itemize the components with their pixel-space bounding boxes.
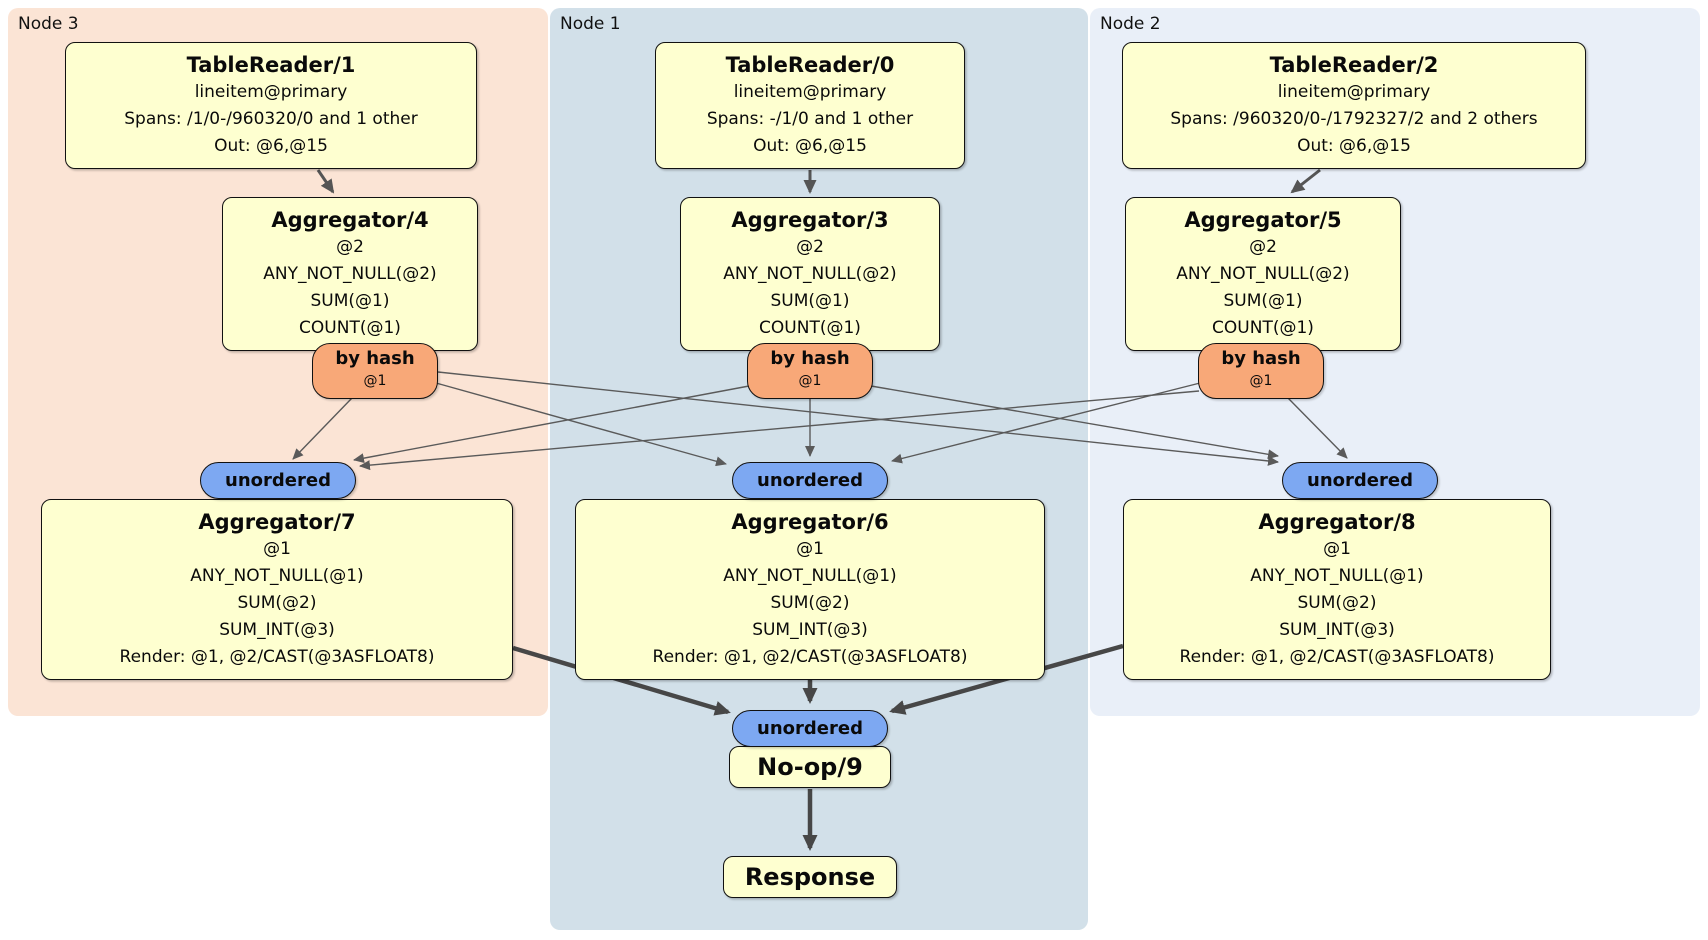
box-title: TableReader/1 bbox=[186, 53, 356, 77]
unordered-sync-node3: unordered bbox=[200, 462, 356, 499]
box-out-line: Out: @6,@15 bbox=[214, 136, 328, 156]
edge-router2-sync1 bbox=[891, 382, 1201, 464]
box-index-line: lineitem@primary bbox=[1277, 82, 1431, 102]
box-fn-line: SUM(@2) bbox=[770, 593, 850, 613]
box-fn-line: SUM_INT(@3) bbox=[1279, 620, 1395, 640]
box-spans-line: Spans: /960320/0-/1792327/2 and 2 others bbox=[1170, 109, 1538, 129]
tablereader-1-box: TableReader/1 lineitem@primary Spans: /1… bbox=[65, 42, 477, 169]
box-render-line: Render: @1, @2/CAST(@3ASFLOAT8) bbox=[119, 647, 435, 667]
router-columns: @1 bbox=[1249, 373, 1273, 389]
edge-router3-sync2 bbox=[437, 371, 1279, 466]
box-title: Aggregator/4 bbox=[271, 208, 429, 232]
node1-label: Node 1 bbox=[560, 14, 621, 34]
aggregator-6-box: Aggregator/6 @1 ANY_NOT_NULL(@1) SUM(@2)… bbox=[575, 499, 1045, 680]
edge-tr1-agg4 bbox=[316, 169, 335, 194]
box-fn-line: ANY_NOT_NULL(@2) bbox=[263, 264, 437, 284]
box-out-line: Out: @6,@15 bbox=[753, 136, 867, 156]
box-fn-line: ANY_NOT_NULL(@1) bbox=[723, 566, 897, 586]
box-groupby-line: @2 bbox=[336, 237, 364, 257]
box-fn-line: COUNT(@1) bbox=[759, 318, 861, 338]
box-title: No-op/9 bbox=[757, 753, 863, 781]
aggregator-7-box: Aggregator/7 @1 ANY_NOT_NULL(@1) SUM(@2)… bbox=[41, 499, 513, 680]
box-title: Response bbox=[744, 863, 876, 891]
box-title: Aggregator/7 bbox=[198, 510, 356, 534]
box-groupby-line: @2 bbox=[796, 237, 824, 257]
edge-router3-sync3 bbox=[292, 397, 353, 460]
sync-label: unordered bbox=[225, 470, 331, 491]
router-label: by hash bbox=[1221, 348, 1301, 369]
box-fn-line: ANY_NOT_NULL(@1) bbox=[1250, 566, 1424, 586]
box-spans-line: Spans: -/1/0 and 1 other bbox=[706, 109, 914, 129]
tablereader-0-box: TableReader/0 lineitem@primary Spans: -/… bbox=[655, 42, 965, 169]
router-columns: @1 bbox=[363, 373, 387, 389]
edge-router1-sync2 bbox=[870, 385, 1279, 460]
router-label: by hash bbox=[335, 348, 415, 369]
box-title: Aggregator/8 bbox=[1258, 510, 1416, 534]
aggregator-3-box: Aggregator/3 @2 ANY_NOT_NULL(@2) SUM(@1)… bbox=[680, 197, 940, 351]
box-fn-line: COUNT(@1) bbox=[1212, 318, 1314, 338]
box-fn-line: ANY_NOT_NULL(@2) bbox=[1176, 264, 1350, 284]
box-render-line: Render: @1, @2/CAST(@3ASFLOAT8) bbox=[652, 647, 968, 667]
router-columns: @1 bbox=[798, 373, 822, 389]
edge-router2-sync3 bbox=[359, 390, 1200, 471]
hash-router-node3: by hash @1 bbox=[312, 343, 438, 399]
box-index-line: lineitem@primary bbox=[194, 82, 348, 102]
edge-router1-sync3 bbox=[353, 385, 750, 464]
box-fn-line: ANY_NOT_NULL(@1) bbox=[190, 566, 364, 586]
box-fn-line: SUM(@1) bbox=[1223, 291, 1303, 311]
box-out-line: Out: @6,@15 bbox=[1297, 136, 1411, 156]
hash-router-node2: by hash @1 bbox=[1198, 343, 1324, 399]
edge-router2-sync2 bbox=[1287, 397, 1348, 459]
box-fn-line: SUM(@2) bbox=[1297, 593, 1377, 613]
box-fn-line: SUM(@2) bbox=[237, 593, 317, 613]
unordered-sync-node1: unordered bbox=[732, 462, 888, 499]
response-box: Response bbox=[723, 856, 897, 898]
edge-tr2-agg5 bbox=[1290, 168, 1321, 194]
node2-label: Node 2 bbox=[1100, 14, 1161, 34]
box-groupby-line: @1 bbox=[1323, 539, 1351, 559]
router-label: by hash bbox=[770, 348, 850, 369]
edge-router3-sync1 bbox=[435, 382, 727, 467]
noop-box: No-op/9 bbox=[729, 746, 891, 788]
edge-agg7-finalsync bbox=[512, 645, 731, 716]
box-fn-line: ANY_NOT_NULL(@2) bbox=[723, 264, 897, 284]
aggregator-4-box: Aggregator/4 @2 ANY_NOT_NULL(@2) SUM(@1)… bbox=[222, 197, 478, 351]
box-title: Aggregator/3 bbox=[731, 208, 889, 232]
box-title: TableReader/2 bbox=[1269, 53, 1439, 77]
box-groupby-line: @1 bbox=[263, 539, 291, 559]
box-title: Aggregator/6 bbox=[731, 510, 889, 534]
box-fn-line: SUM_INT(@3) bbox=[219, 620, 335, 640]
box-groupby-line: @1 bbox=[796, 539, 824, 559]
unordered-sync-final: unordered bbox=[732, 710, 888, 747]
box-title: Aggregator/5 bbox=[1184, 208, 1342, 232]
hash-router-node1: by hash @1 bbox=[747, 343, 873, 399]
box-fn-line: COUNT(@1) bbox=[299, 318, 401, 338]
box-fn-line: SUM(@1) bbox=[770, 291, 850, 311]
aggregator-8-box: Aggregator/8 @1 ANY_NOT_NULL(@1) SUM(@2)… bbox=[1123, 499, 1551, 680]
box-spans-line: Spans: /1/0-/960320/0 and 1 other bbox=[124, 109, 418, 129]
box-render-line: Render: @1, @2/CAST(@3ASFLOAT8) bbox=[1179, 647, 1495, 667]
tablereader-2-box: TableReader/2 lineitem@primary Spans: /9… bbox=[1122, 42, 1586, 169]
box-fn-line: SUM_INT(@3) bbox=[752, 620, 868, 640]
sync-label: unordered bbox=[757, 470, 863, 491]
sync-label: unordered bbox=[1307, 470, 1413, 491]
node3-label: Node 3 bbox=[18, 14, 79, 34]
box-title: TableReader/0 bbox=[725, 53, 895, 77]
box-groupby-line: @2 bbox=[1249, 237, 1277, 257]
box-fn-line: SUM(@1) bbox=[310, 291, 390, 311]
unordered-sync-node2: unordered bbox=[1282, 462, 1438, 499]
aggregator-5-box: Aggregator/5 @2 ANY_NOT_NULL(@2) SUM(@1)… bbox=[1125, 197, 1401, 351]
box-index-line: lineitem@primary bbox=[733, 82, 887, 102]
sync-label: unordered bbox=[757, 718, 863, 739]
